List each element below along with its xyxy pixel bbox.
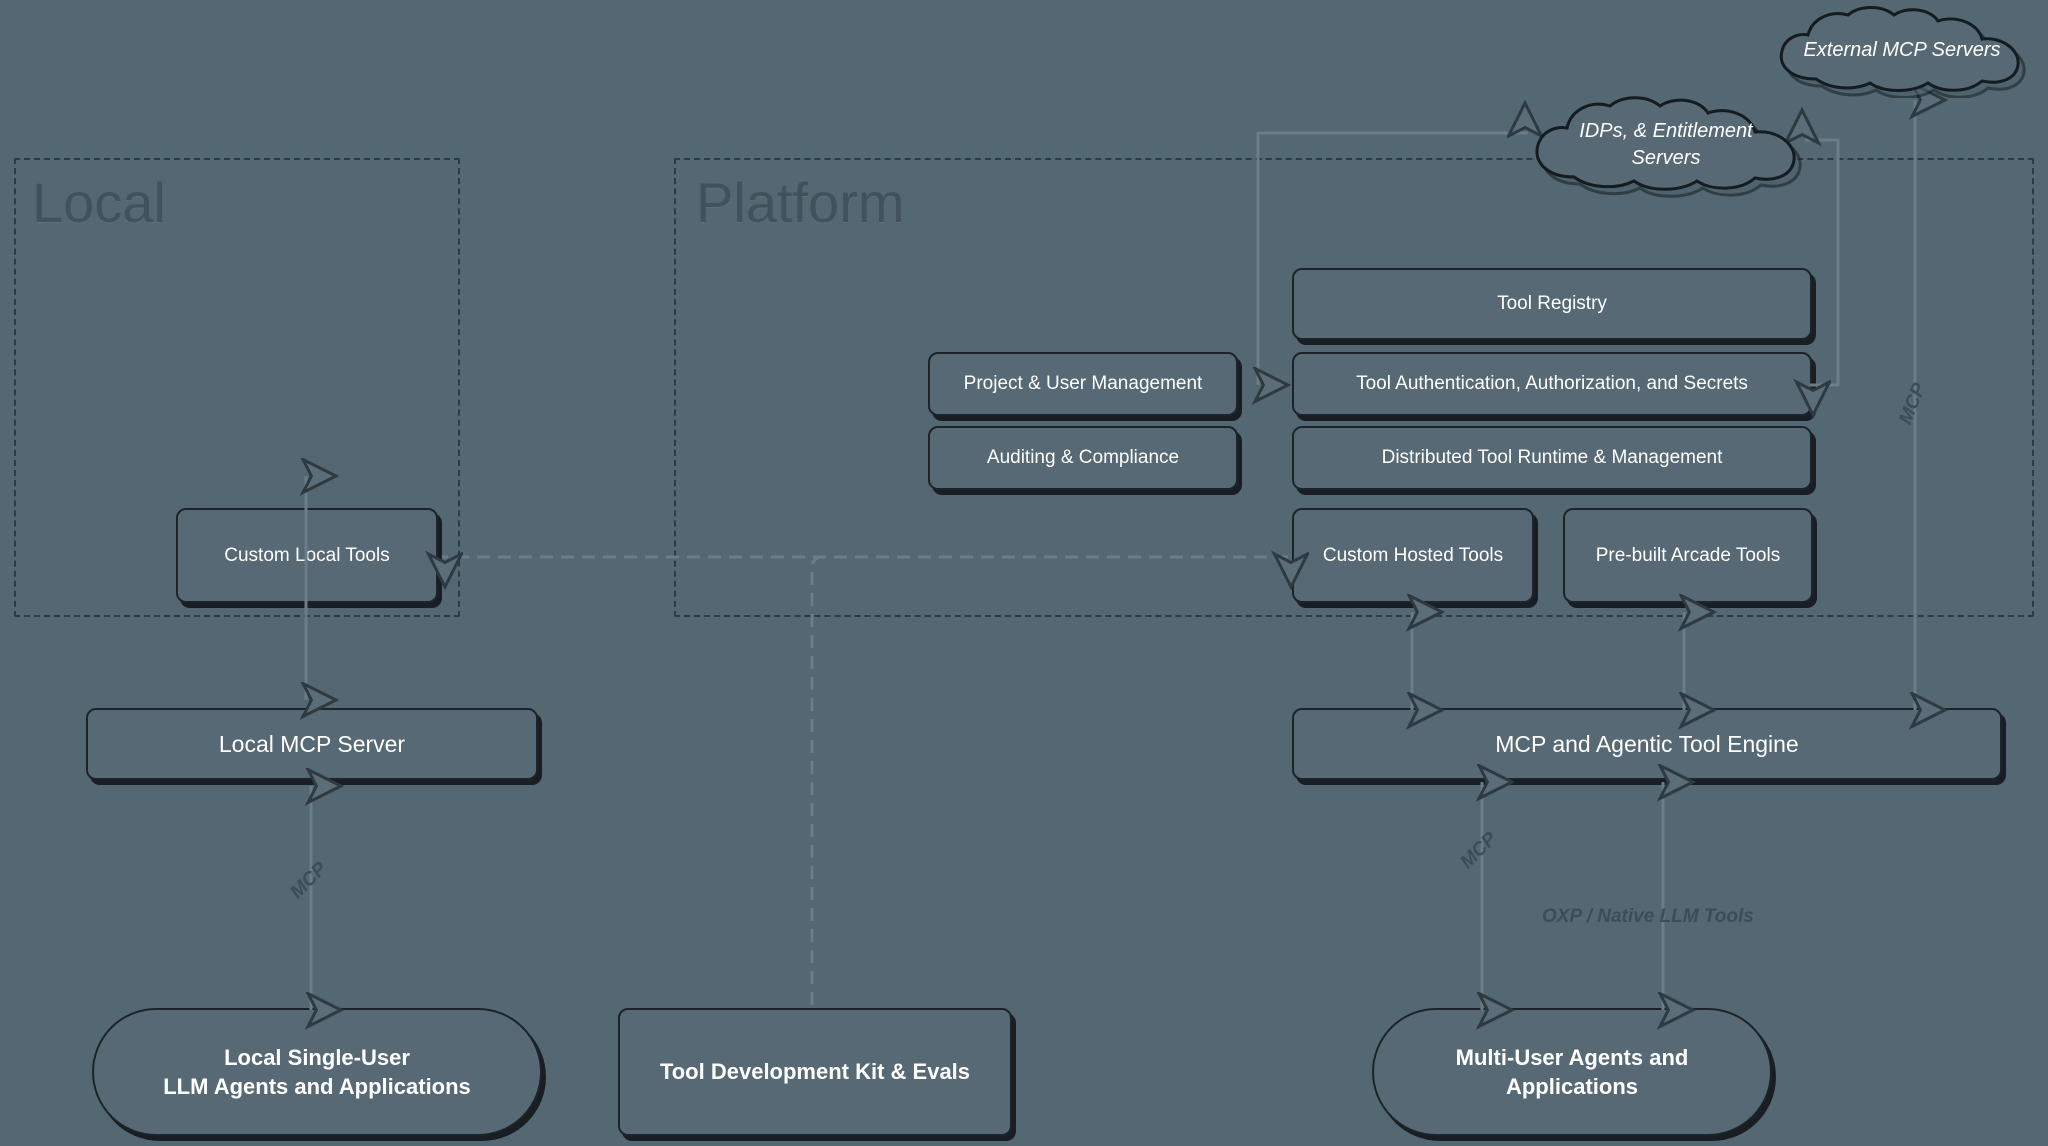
node-custom-local-tools[interactable]: Custom Local Tools [176,508,438,603]
edge-label-mcp-local: MCP [286,858,332,904]
zone-platform-title: Platform [696,171,905,234]
node-tool-registry[interactable]: Tool Registry [1292,268,1812,340]
node-label: MCP and Agentic Tool Engine [1495,730,1799,757]
node-label: Project & User Management [963,373,1203,395]
node-label: Local Single-User LLM Agents and Applica… [163,1044,471,1099]
node-label: Custom Local Tools [224,544,390,566]
node-label: Local MCP Server [218,730,406,757]
cloud-idps-entitlement-servers[interactable]: IDPs, & Entitlement Servers [1524,92,1808,198]
node-multi-user-agents-applications[interactable]: Multi-User Agents and Applications [1372,1008,1772,1136]
node-label: Custom Hosted Tools [1322,544,1504,566]
cloud-label: IDPs, & Entitlement Servers [1579,120,1753,169]
node-label: Tool Authentication, Authorization, and … [1356,373,1748,395]
edge-label-mcp-platform: MCP [1456,828,1502,874]
node-label: Tool Registry [1497,293,1607,315]
node-label: Distributed Tool Runtime & Management [1381,447,1723,469]
node-local-agents-applications[interactable]: Local Single-User LLM Agents and Applica… [92,1008,542,1136]
node-local-mcp-server[interactable]: Local MCP Server [86,708,538,780]
node-auditing-compliance[interactable]: Auditing & Compliance [928,426,1238,490]
cloud-label: External MCP Servers [1803,38,2001,61]
node-label: Multi-User Agents and Applications [1455,1044,1689,1099]
node-custom-hosted-tools[interactable]: Custom Hosted Tools [1292,508,1534,603]
node-tool-development-kit-evals[interactable]: Tool Development Kit & Evals [618,1008,1012,1136]
cloud-external-mcp-servers[interactable]: External MCP Servers [1768,2,2036,98]
node-project-user-management[interactable]: Project & User Management [928,352,1238,416]
node-mcp-agentic-tool-engine[interactable]: MCP and Agentic Tool Engine [1292,708,2002,780]
node-distributed-tool-runtime[interactable]: Distributed Tool Runtime & Management [1292,426,1812,490]
node-tool-authentication[interactable]: Tool Authentication, Authorization, and … [1292,352,1812,416]
edge-label-oxp-native-llm-tools: OXP / Native LLM Tools [1542,906,1754,927]
node-label: Pre-built Arcade Tools [1595,544,1781,566]
zone-local [14,158,460,617]
node-prebuilt-arcade-tools[interactable]: Pre-built Arcade Tools [1563,508,1813,603]
node-label: Auditing & Compliance [986,447,1180,469]
cloud-shape-icon [1535,96,1802,198]
node-label: Tool Development Kit & Evals [659,1059,971,1085]
zone-local-title: Local [32,171,166,234]
